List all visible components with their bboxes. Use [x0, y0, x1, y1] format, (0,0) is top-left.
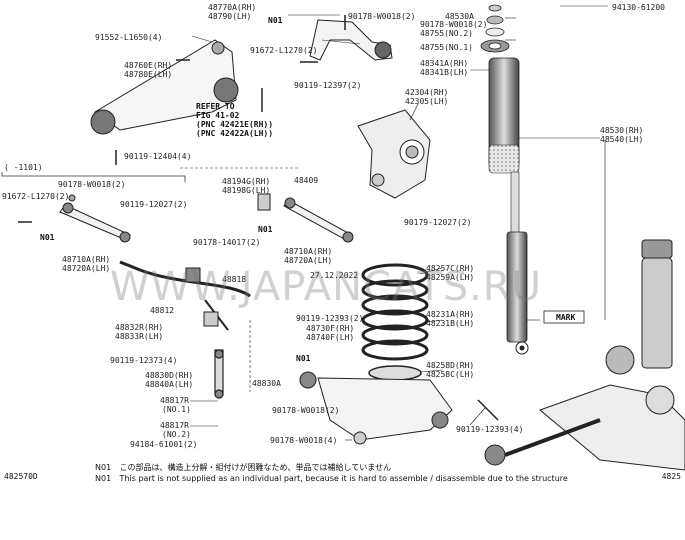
bolts	[18, 15, 499, 421]
label: 48257C(RH)	[426, 264, 474, 273]
label: 48409	[294, 176, 318, 185]
label: 48198G(LH)	[222, 186, 270, 195]
label: FIG 41-02	[196, 111, 240, 120]
label: 48830D(RH)	[145, 371, 193, 380]
label: 90119-12393(2)	[296, 314, 363, 323]
label: (NO.2)	[162, 430, 191, 439]
label: 90119-12397(2)	[294, 81, 361, 90]
upper-arm-top	[309, 19, 393, 61]
avito-text: Avito	[622, 510, 675, 532]
label: 48770A(RH)	[208, 3, 256, 12]
stabilizer-link	[214, 349, 224, 399]
note-marker: N01	[268, 16, 283, 25]
label: 48341A(RH)	[420, 59, 468, 68]
coil-spring	[361, 263, 429, 381]
label: ( -1101)	[4, 163, 43, 172]
label: (PNC 42421E(RH))	[196, 120, 273, 129]
lateral-link-mid	[257, 193, 354, 243]
date-stamp: 27.12.2022	[310, 271, 358, 280]
mark-label: MARK	[556, 313, 575, 322]
note-text: この部品は、構造上分解・組付けが困難なため、単品では補給していません	[119, 463, 392, 472]
label: 48231A(RH)	[426, 310, 474, 319]
label: 91552-L1650(4)	[95, 33, 162, 42]
label: 90178-W0018(2)	[272, 406, 339, 415]
note-text: This part is not supplied as an individu…	[119, 474, 568, 483]
lower-arm	[299, 371, 453, 445]
mark-box	[543, 310, 585, 324]
label: 90178-W0018(2)	[348, 12, 415, 21]
label: 48710A(RH)	[284, 247, 332, 256]
label: 90119-12373(4)	[110, 356, 177, 365]
label: 48812	[150, 306, 174, 315]
avito-logo-icon	[578, 511, 611, 532]
label: 48231B(LH)	[426, 319, 474, 328]
left-group-bracket	[1, 172, 186, 182]
label: 48710A(RH)	[62, 255, 110, 264]
diagram-id: 482570D	[4, 472, 38, 481]
label: 48755(NO.2)	[420, 29, 473, 38]
avito-watermark: Avito	[578, 510, 675, 533]
label: 48830A	[252, 379, 281, 388]
label: 48258C(LH)	[426, 370, 474, 379]
label: 48817R	[160, 421, 189, 430]
label: 48730F(RH)	[306, 324, 354, 333]
shock-absorber	[488, 57, 529, 355]
label: 48258D(RH)	[426, 361, 474, 370]
note-code: N01	[95, 474, 112, 483]
note-marker: N01	[40, 233, 55, 242]
upper-arm-left	[90, 39, 239, 135]
note-code: N01	[95, 463, 112, 472]
label: 48740F(LH)	[306, 333, 354, 342]
label: 48833R(LH)	[115, 332, 163, 341]
note-marker: N01	[296, 354, 311, 363]
upper-mount-stack	[480, 4, 510, 53]
assembled-suspension	[484, 239, 685, 471]
label: 48832R(RH)	[115, 323, 163, 332]
note-marker: N01	[258, 225, 273, 234]
label: 48817R	[160, 396, 189, 405]
leader-lines	[180, 5, 608, 441]
watermark: WWW.JAPANCATS.RU	[110, 264, 542, 310]
label: (NO.1)	[162, 405, 191, 414]
label: 90178-14017(2)	[193, 238, 260, 247]
label: 90178-W0018(2)	[58, 180, 125, 189]
label: 48818	[222, 275, 246, 284]
note-line-jp: N01 この部品は、構造上分解・組付けが困難なため、単品では補給していません	[95, 462, 391, 473]
label: 90119-12404(4)	[124, 152, 191, 161]
label: 48780E(LH)	[124, 70, 172, 79]
label: 42304(RH)	[405, 88, 448, 97]
label: 48259A(LH)	[426, 273, 474, 282]
label: 91672-L1270(2)	[250, 46, 317, 55]
label: 94130-61200	[612, 3, 665, 12]
label: 48540(LH)	[600, 135, 643, 144]
label: 90179-12027(2)	[404, 218, 471, 227]
label: 48530A	[445, 12, 474, 21]
label: 48760E(RH)	[124, 61, 172, 70]
label: 90178-W0018(2)	[420, 20, 487, 29]
label: 48720A(LH)	[62, 264, 110, 273]
label: 48194G(RH)	[222, 177, 270, 186]
label: 48720A(LH)	[284, 256, 332, 265]
knuckle	[357, 109, 431, 199]
label: 94184-61001(2)	[130, 440, 197, 449]
label: 90119-12027(2)	[120, 200, 187, 209]
lateral-link-left	[59, 194, 131, 243]
label: 48790(LH)	[208, 12, 251, 21]
label: 48341B(LH)	[420, 68, 468, 77]
label: 48755(NO.1)	[420, 43, 473, 52]
label: 42305(LH)	[405, 97, 448, 106]
label: 48530(RH)	[600, 126, 643, 135]
label: 91672-L1270(2)	[2, 192, 69, 201]
part-labels: 48770A(RH) 48790(LH) N01 90178-W0018(2) …	[2, 3, 665, 449]
note-line-en: N01 This part is not supplied as an indi…	[95, 474, 568, 483]
label: 90178-W0018(4)	[270, 436, 337, 445]
diagram-id-right: 4825	[661, 472, 681, 481]
stabilizer-bar	[119, 260, 251, 331]
label: 48840A(LH)	[145, 380, 193, 389]
label: 90119-12393(4)	[456, 425, 523, 434]
label: REFER TO	[196, 102, 235, 111]
label: (PNC 42422A(LH))	[196, 129, 273, 138]
